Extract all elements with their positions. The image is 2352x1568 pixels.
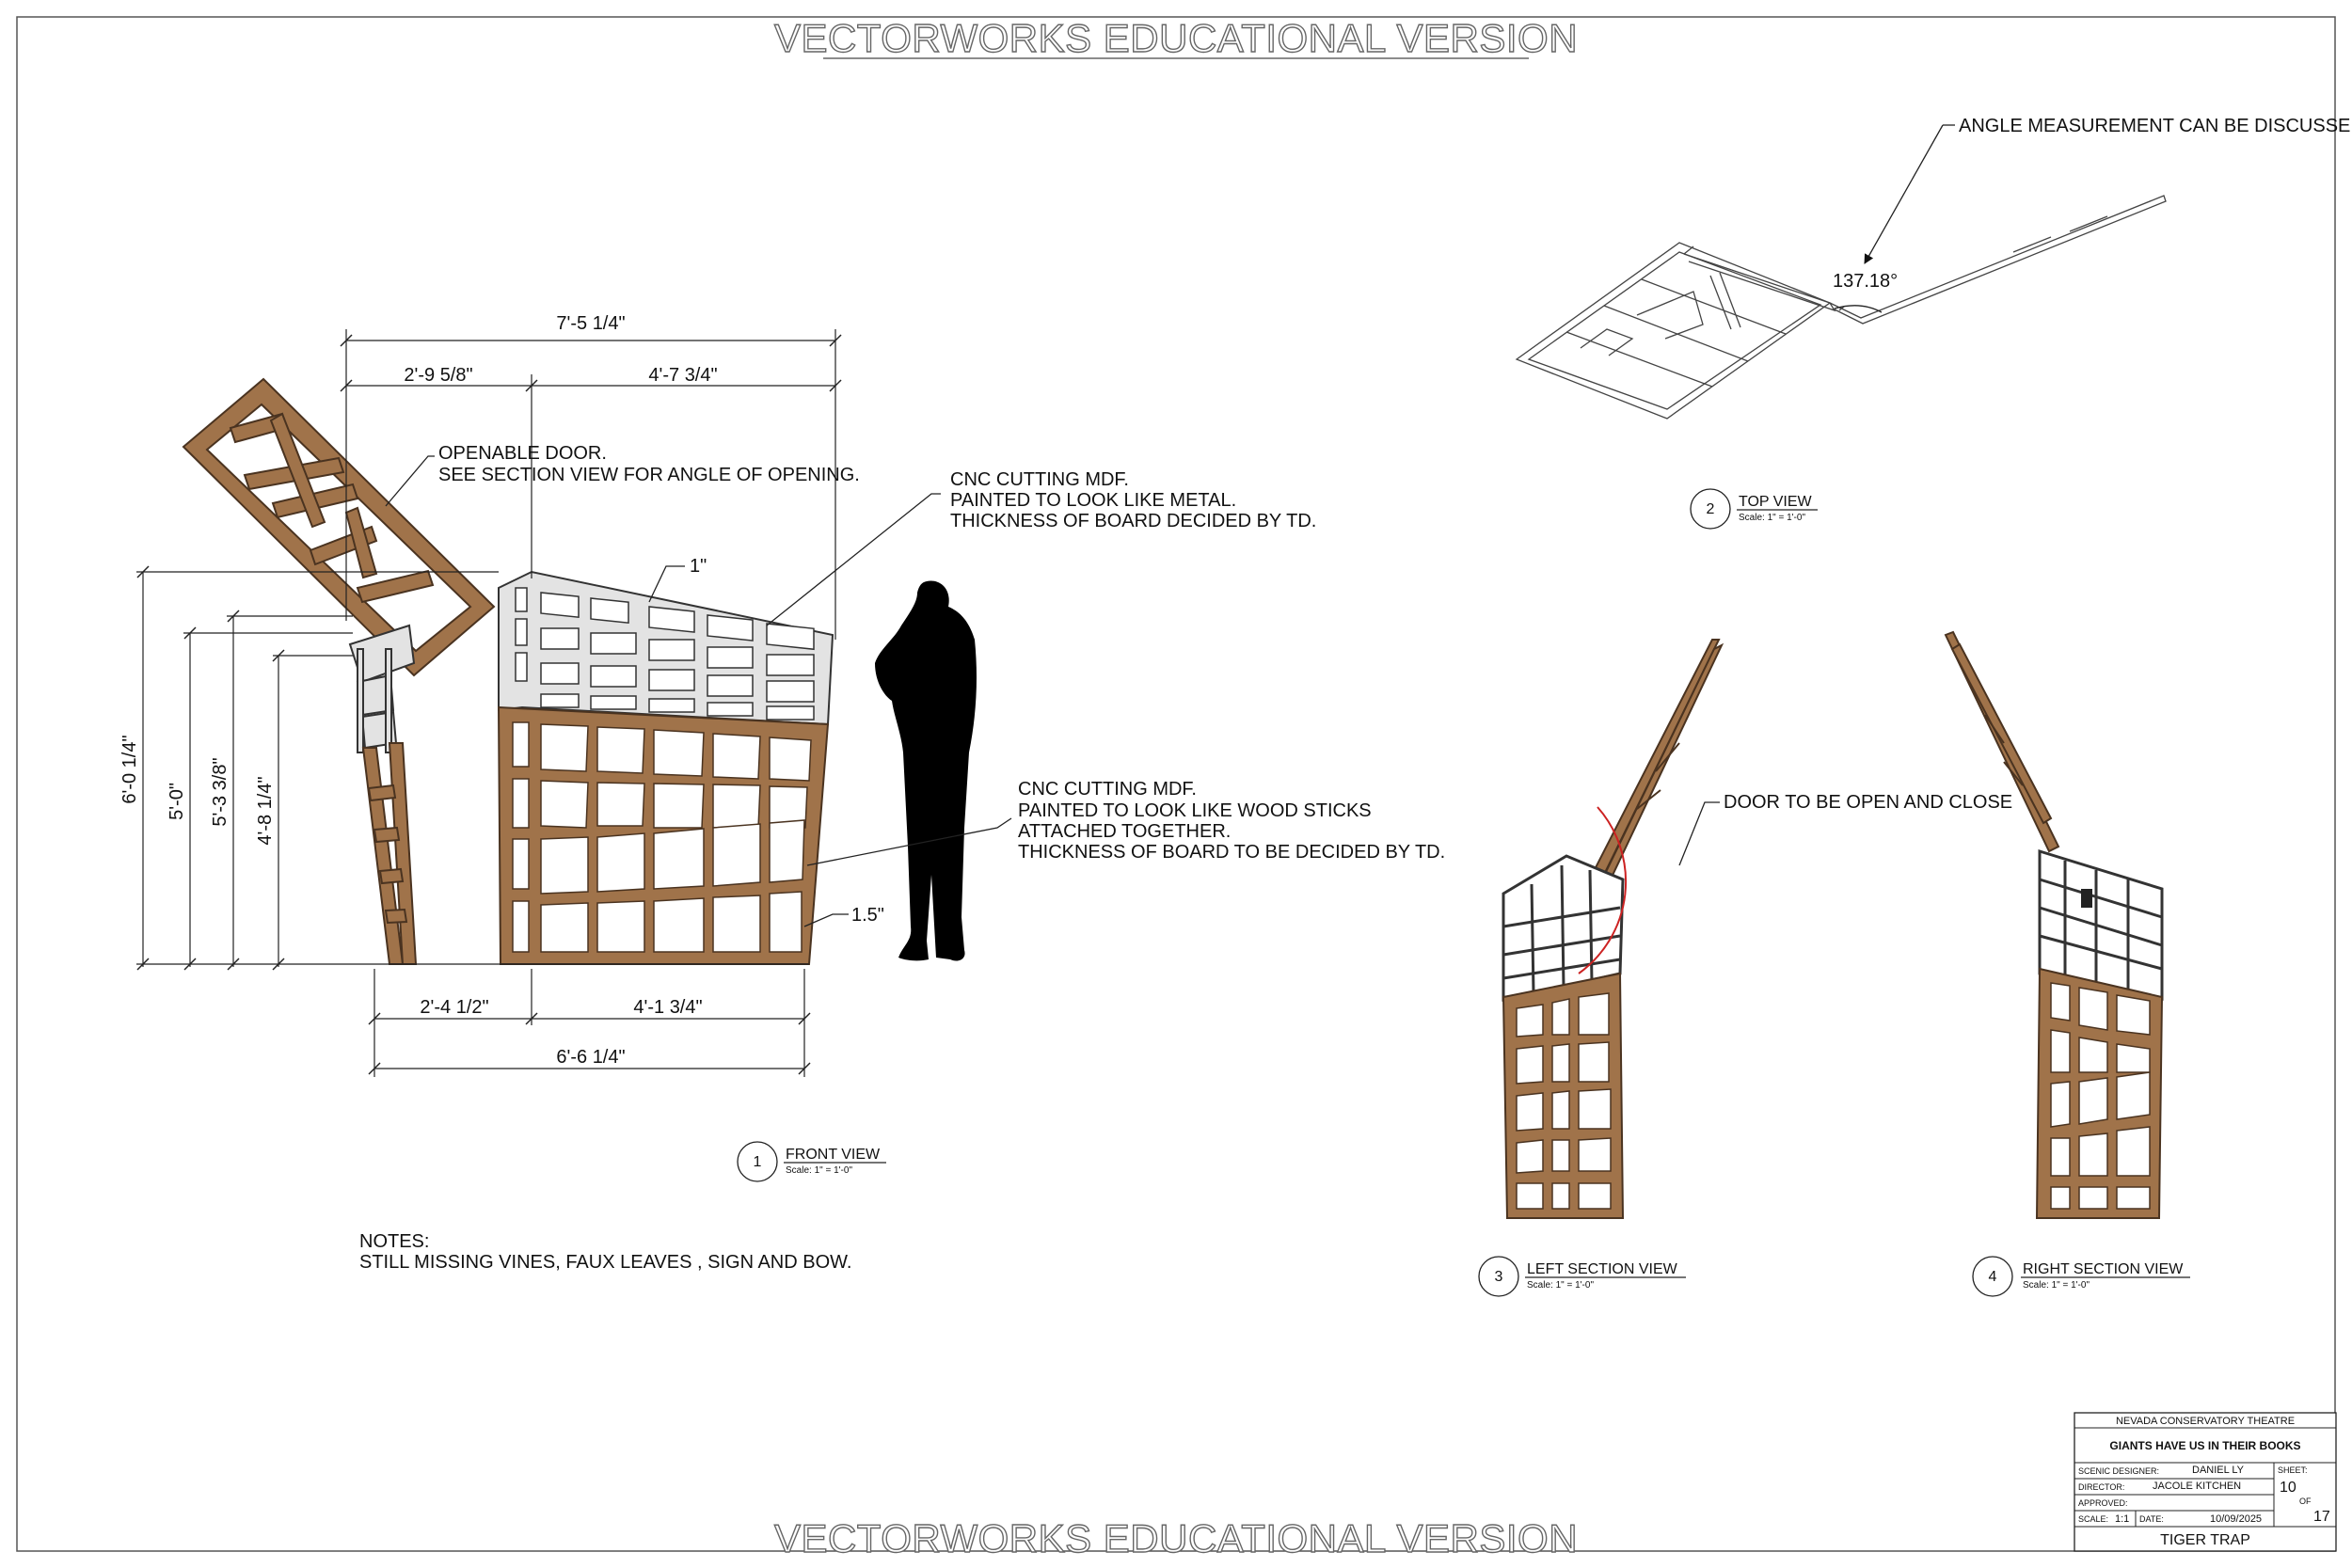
callout-metal-line-2: PAINTED TO LOOK LIKE METAL. (950, 490, 1236, 511)
dim-height-2: 5'-0" (167, 783, 187, 820)
top-view-label: 2 TOP VIEW Scale: 1" = 1'-0" (1690, 488, 1818, 530)
dim-height-4: 4'-8 1/4" (255, 776, 276, 845)
right-section-title: RIGHT SECTION VIEW (2023, 1261, 2184, 1277)
leader-angle (1864, 124, 1944, 264)
top-view-number: 2 (1707, 501, 1715, 517)
tb-date: 10/09/2025 (2210, 1513, 2262, 1525)
dim-top-right: 4'-7 3/4" (648, 365, 717, 386)
front-dimension-ticks (136, 334, 842, 1075)
main-panel-metal (498, 570, 834, 726)
tb-of-label: OF (2299, 1497, 2312, 1506)
main-panel-wood (497, 705, 830, 965)
front-view-title: FRONT VIEW (786, 1147, 881, 1163)
left-section-view: DOOR TO BE OPEN AND CLOSE 3 LEFT SECTION… (1478, 639, 2012, 1297)
left-section-scale: Scale: 1" = 1'-0" (1527, 1280, 1594, 1291)
watermark-bottom: VECTORWORKS EDUCATIONAL VERSION (773, 1515, 1578, 1560)
tb-drawing-title: TIGER TRAP (2160, 1532, 2250, 1548)
watermark-top-text: VECTORWORKS EDUCATIONAL VERSION (774, 16, 1578, 60)
callout-wood-line-1: CNC CUTTING MDF. (1018, 779, 1197, 800)
left-section-title: LEFT SECTION VIEW (1527, 1261, 1678, 1277)
left-leg-metal (348, 624, 416, 753)
openable-door (182, 377, 496, 677)
front-view-scale: Scale: 1" = 1'-0" (786, 1165, 852, 1176)
tb-approved-label: APPROVED: (2078, 1498, 2128, 1508)
door-angle-arc (1578, 806, 1628, 974)
tb-total: 17 (2313, 1509, 2330, 1525)
tb-organization: NEVADA CONSERVATORY THEATRE (2116, 1416, 2295, 1427)
watermark-top: VECTORWORKS EDUCATIONAL VERSION (773, 15, 1578, 60)
dim-bottom-left: 2'-4 1/2" (420, 997, 488, 1018)
front-view-label: 1 FRONT VIEW Scale: 1" = 1'-0" (737, 1141, 886, 1182)
top-view: 137.18° ANGLE MEASUREMENT CAN BE DISCUSS… (1515, 116, 2352, 530)
front-dimensions (136, 329, 836, 1077)
callout-door-line-2: SEE SECTION VIEW FOR ANGLE OF OPENING. (438, 465, 860, 485)
dim-wood-thickness: 1.5" (851, 905, 884, 926)
notes-text: STILL MISSING VINES, FAUX LEAVES , SIGN … (359, 1252, 851, 1273)
callout-wood-line-2: PAINTED TO LOOK LIKE WOOD STICKS (1018, 800, 1372, 821)
tb-sheet: 10 (2280, 1480, 2296, 1496)
title-block: NEVADA CONSERVATORY THEATRE GIANTS HAVE … (2074, 1412, 2337, 1552)
front-view-number: 1 (754, 1154, 762, 1170)
human-silhouette (875, 580, 977, 961)
callout-wood-line-4: THICKNESS OF BOARD TO BE DECIDED BY TD. (1018, 842, 1445, 863)
dim-top-left: 2'-9 5/8" (404, 365, 472, 386)
top-view-scale: Scale: 1" = 1'-0" (1739, 513, 1805, 523)
leader-door (385, 455, 435, 507)
dim-height-1: 6'-0 1/4" (119, 735, 140, 803)
dim-overall-bottom: 6'-6 1/4" (556, 1047, 625, 1068)
right-section-label: 4 RIGHT SECTION VIEW Scale: 1" = 1'-0" (1972, 1256, 2190, 1297)
front-view: 7'-5 1/4" 2'-9 5/8" 4'-7 3/4" 2'-4 1/2" … (119, 313, 1445, 1182)
leader-wood (806, 817, 1012, 866)
callout-door-line-1: OPENABLE DOOR. (438, 443, 607, 464)
tb-scale-label: SCALE: (2078, 1514, 2108, 1524)
right-section-view: 4 RIGHT SECTION VIEW Scale: 1" = 1'-0" (1944, 630, 2190, 1297)
tb-sheet-label: SHEET: (2278, 1465, 2308, 1475)
tb-date-label: DATE: (2139, 1514, 2164, 1524)
leader-metal (766, 493, 941, 626)
callout-metal-line-1: CNC CUTTING MDF. (950, 469, 1129, 490)
left-section-number: 3 (1495, 1269, 1503, 1285)
sheet-border (16, 16, 2336, 1552)
angle-arc (1834, 305, 1883, 313)
tb-scenic-designer: DANIEL LY (2192, 1465, 2245, 1476)
top-view-title: TOP VIEW (1739, 494, 1813, 510)
notes: NOTES: STILL MISSING VINES, FAUX LEAVES … (359, 1231, 851, 1273)
dim-bottom-right: 4'-1 3/4" (633, 997, 702, 1018)
right-section-number: 4 (1989, 1269, 1997, 1285)
door-note: DOOR TO BE OPEN AND CLOSE (1724, 792, 2012, 813)
leader-wood-thickness (803, 913, 849, 927)
callout-metal-line-3: THICKNESS OF BOARD DECIDED BY TD. (950, 511, 1316, 531)
tb-production: GIANTS HAVE US IN THEIR BOOKS (2109, 1439, 2300, 1452)
watermark-bottom-text: VECTORWORKS EDUCATIONAL VERSION (774, 1516, 1578, 1560)
angle-note: ANGLE MEASUREMENT CAN BE DISCUSSED (1959, 116, 2352, 136)
dim-overall-top: 7'-5 1/4" (556, 313, 625, 334)
leader-metal-thickness (648, 565, 685, 603)
left-leg-wood (361, 742, 418, 965)
left-section-label: 3 LEFT SECTION VIEW Scale: 1" = 1'-0" (1478, 1256, 1686, 1297)
tb-scenic-designer-label: SCENIC DESIGNER: (2078, 1466, 2159, 1476)
angle-value: 137.18° (1833, 271, 1898, 292)
dim-metal-thickness: 1" (690, 556, 707, 577)
dim-height-3: 5'-3 3/8" (210, 757, 230, 826)
tb-director: JACOLE KITCHEN (2153, 1481, 2241, 1492)
tb-director-label: DIRECTOR: (2078, 1482, 2124, 1492)
right-section-scale: Scale: 1" = 1'-0" (2023, 1280, 2090, 1291)
tb-scale: 1:1 (2115, 1513, 2129, 1525)
callout-wood-line-3: ATTACHED TOGETHER. (1018, 821, 1231, 842)
notes-heading: NOTES: (359, 1231, 429, 1252)
leader-door-note (1678, 801, 1720, 866)
